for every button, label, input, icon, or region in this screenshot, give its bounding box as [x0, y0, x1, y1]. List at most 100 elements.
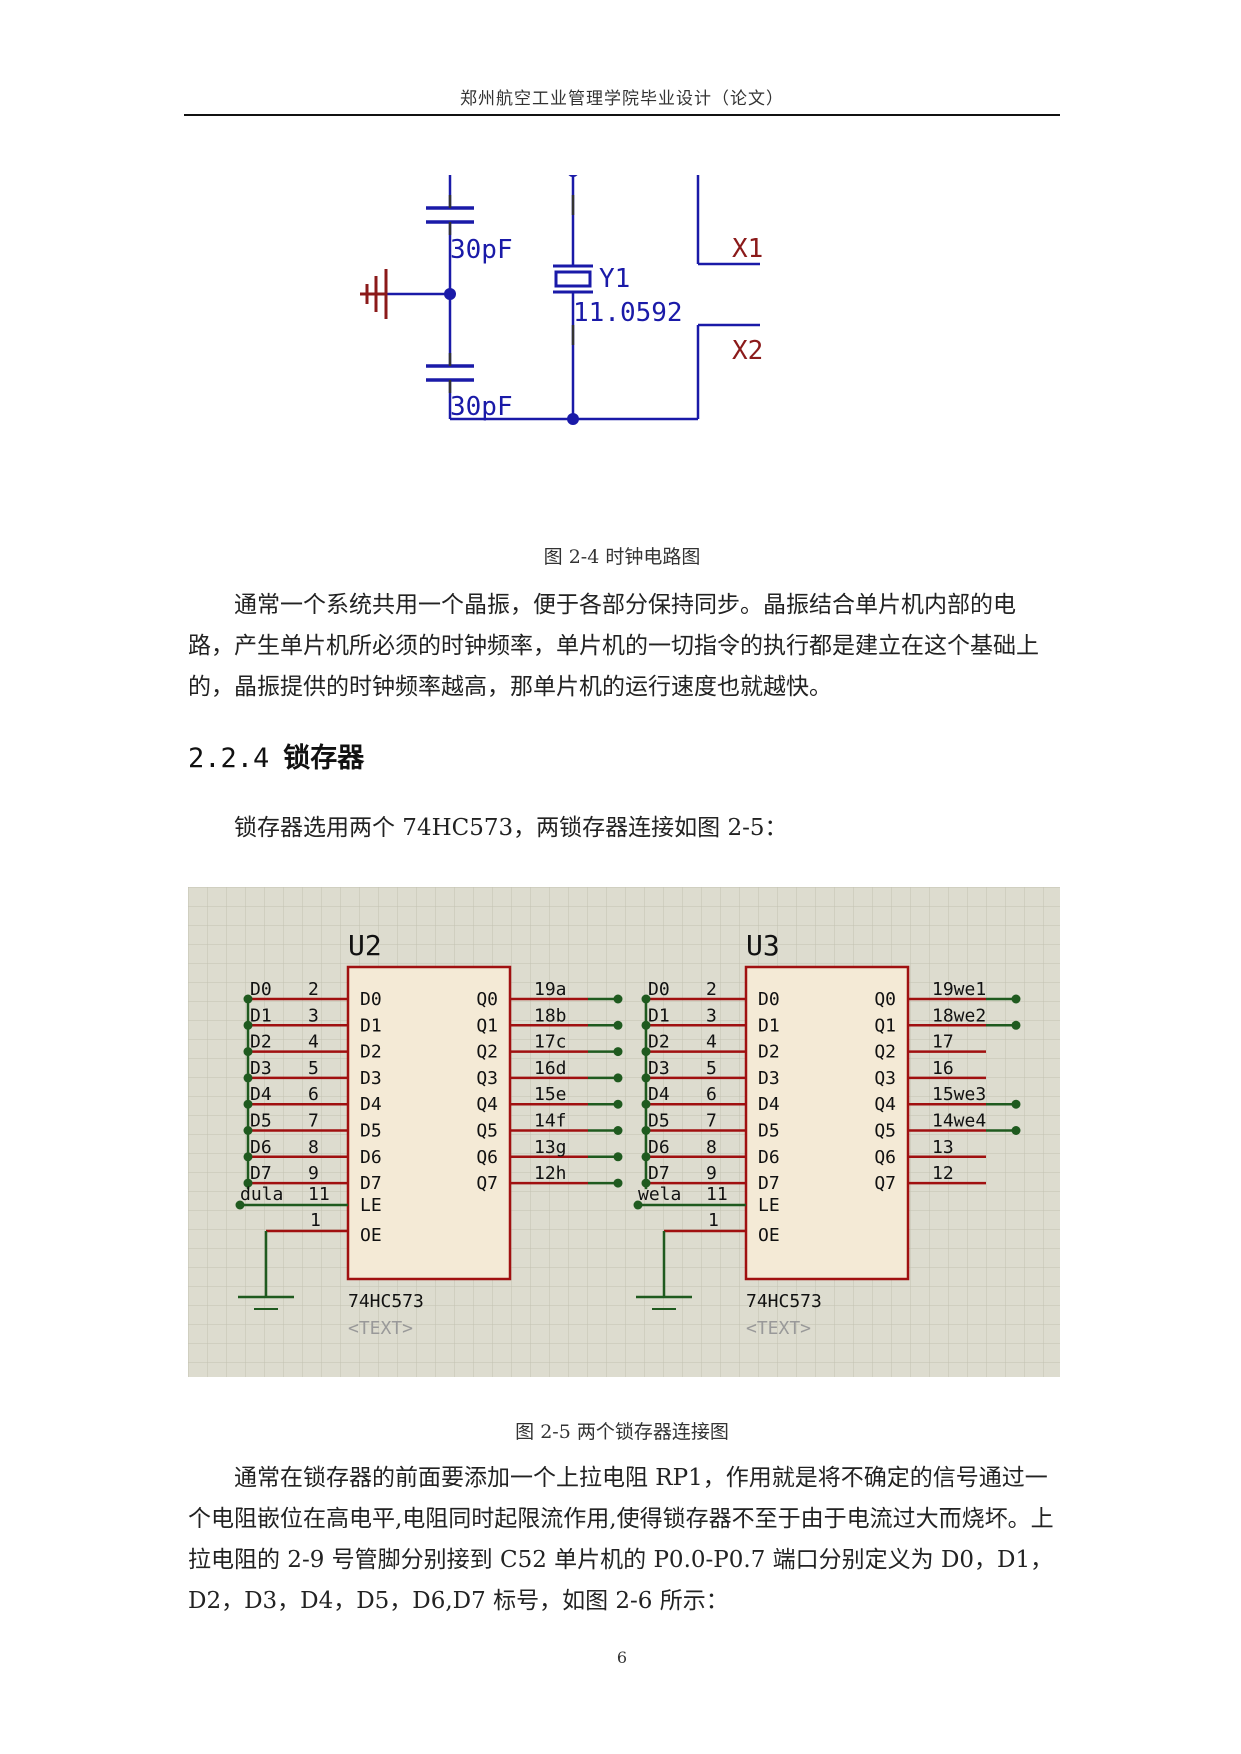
input-pin-number: 3 [706, 1005, 717, 1026]
output-pin-name: Q1 [874, 1015, 896, 1036]
le-net-dot [235, 1200, 245, 1210]
section-heading: 2.2.4 锁存器 [188, 736, 364, 775]
le-pin-name: LE [758, 1195, 780, 1216]
input-pin-number: 8 [706, 1137, 717, 1158]
output-net-dot [1011, 1126, 1021, 1135]
input-net-label: D4 [250, 1084, 272, 1105]
output-pin-label: 19a [534, 979, 567, 1000]
le-pin-number: 11 [706, 1184, 728, 1205]
input-pin-number: 3 [308, 1005, 319, 1026]
input-net-label: D2 [250, 1032, 272, 1053]
output-pin-label: 13 [932, 1137, 954, 1158]
input-pin-name: D7 [758, 1173, 780, 1194]
chip-body [346, 965, 512, 1281]
input-pin-number: 4 [706, 1032, 717, 1053]
chip-ref-label: U2 [348, 929, 382, 962]
output-pin-label: 18b [534, 1005, 567, 1026]
output-pin-name: Q0 [874, 989, 896, 1010]
input-pin-name: D5 [758, 1121, 780, 1142]
output-net-dot [1011, 1099, 1021, 1109]
output-net-dot [1011, 1020, 1021, 1030]
output-pin-label: 17c [534, 1032, 567, 1053]
input-net-label: D5 [648, 1111, 670, 1132]
input-pin-number: 9 [308, 1163, 319, 1184]
chip-text-placeholder: <TEXT> [746, 1318, 811, 1339]
oe-pin-number: 1 [310, 1210, 321, 1231]
output-pin-label: 18we2 [932, 1005, 986, 1026]
schematic-grid-background [188, 887, 1060, 1377]
input-pin-name: D0 [360, 989, 382, 1010]
input-net-label: D0 [648, 979, 670, 1000]
input-pin-number: 2 [706, 979, 717, 1000]
output-pin-label: 13g [534, 1137, 567, 1158]
input-pin-name: D6 [360, 1147, 382, 1168]
input-pin-number: 5 [706, 1058, 717, 1079]
input-net-label: D2 [648, 1032, 670, 1053]
section-number: 2.2.4 [188, 743, 270, 774]
input-pin-number: 8 [308, 1137, 319, 1158]
page-number: 6 [616, 1648, 628, 1667]
chip-body [744, 965, 910, 1281]
input-net-label: D1 [648, 1005, 670, 1026]
input-pin-name: D3 [758, 1068, 780, 1089]
chip-ref-label: U3 [746, 929, 780, 962]
le-net-dot [633, 1200, 643, 1210]
input-pin-name: D1 [758, 1015, 780, 1036]
input-net-label: D5 [250, 1111, 272, 1132]
input-net-label: D7 [648, 1163, 670, 1184]
pin-x1-label: X1 [732, 234, 763, 264]
input-pin-name: D2 [360, 1042, 382, 1063]
le-pin-name: LE [360, 1195, 382, 1216]
output-pin-name: Q3 [874, 1068, 896, 1089]
output-pin-name: Q0 [476, 989, 498, 1010]
section-title: 锁存器 [283, 743, 365, 774]
clock-circuit-diagram: 30pF 30pF Y1 11.0592 X1 X2 [360, 175, 763, 425]
chip-text-placeholder: <TEXT> [348, 1318, 413, 1339]
input-net-label: D0 [250, 979, 272, 1000]
output-pin-name: Q4 [476, 1094, 498, 1115]
input-pin-number: 6 [706, 1084, 717, 1105]
output-pin-label: 12 [932, 1163, 954, 1184]
input-pin-number: 9 [706, 1163, 717, 1184]
output-pin-label: 15we3 [932, 1084, 986, 1105]
cap-bottom-label: 30pF [450, 392, 513, 422]
output-net-dot [1011, 994, 1021, 1004]
output-net-dot [613, 1099, 623, 1109]
output-net-dot [613, 994, 623, 1004]
paragraph-crystal-text: 通常一个系统共用一个晶振，便于各部分保持同步。晶振结合单片机内部的电路，产生单片… [188, 592, 1039, 700]
oe-pin-name: OE [360, 1225, 382, 1246]
output-net-dot [613, 1020, 623, 1030]
output-pin-label: 15e [534, 1084, 567, 1105]
paragraph-crystal: 通常一个系统共用一个晶振，便于各部分保持同步。晶振结合单片机内部的电路，产生单片… [188, 585, 1060, 708]
input-pin-name: D2 [758, 1042, 780, 1063]
input-pin-name: D5 [360, 1121, 382, 1142]
oe-pin-name: OE [758, 1225, 780, 1246]
figure-2-5-caption: 图 2-5 两个锁存器连接图 [515, 1421, 729, 1443]
input-pin-number: 7 [706, 1111, 717, 1132]
output-pin-name: Q1 [476, 1015, 498, 1036]
le-net-label: wela [638, 1184, 681, 1205]
le-pin-number: 11 [308, 1184, 330, 1205]
chip-part-label: 74HC573 [746, 1291, 822, 1312]
output-net-dot [613, 1126, 623, 1135]
input-net-label: D3 [250, 1058, 272, 1079]
paragraph-latch-intro-text: 锁存器选用两个 74HC573，两锁存器连接如图 2-5： [234, 815, 788, 841]
output-pin-name: Q7 [476, 1173, 498, 1194]
output-pin-name: Q6 [874, 1147, 896, 1168]
input-pin-name: D3 [360, 1068, 382, 1089]
input-pin-name: D6 [758, 1147, 780, 1168]
input-pin-number: 2 [308, 979, 319, 1000]
output-pin-label: 19we1 [932, 979, 986, 1000]
crystal-ref-label: Y1 [599, 264, 630, 294]
output-pin-label: 16d [534, 1058, 567, 1079]
output-pin-label: 14we4 [932, 1111, 986, 1132]
output-pin-name: Q5 [476, 1121, 498, 1142]
running-header: 郑州航空工业管理学院毕业设计（论文） [460, 89, 784, 109]
output-pin-name: Q4 [874, 1094, 896, 1115]
chip-part-label: 74HC573 [348, 1291, 424, 1312]
input-pin-number: 6 [308, 1084, 319, 1105]
output-pin-name: Q2 [874, 1042, 896, 1063]
pin-x2-label: X2 [732, 336, 763, 366]
paragraph-pullup: 通常在锁存器的前面要添加一个上拉电阻 RP1，作用就是将不确定的信号通过一个电阻… [188, 1458, 1060, 1622]
